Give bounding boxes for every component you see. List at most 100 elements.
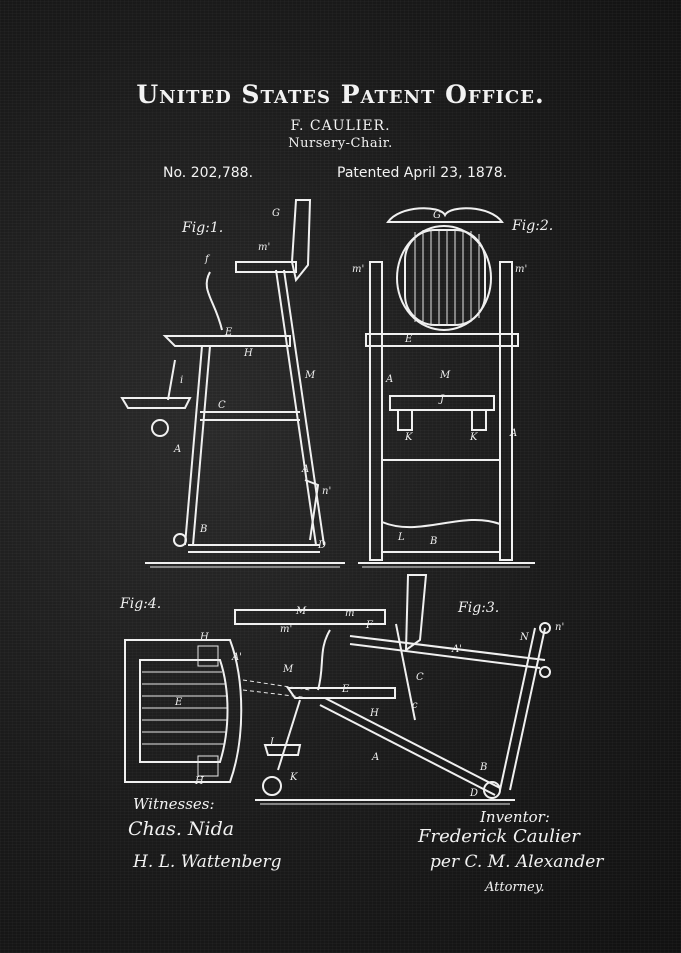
fig3-projection-line-b bbox=[242, 689, 311, 699]
fig2-label-l: L bbox=[397, 532, 405, 543]
fig3-backrest bbox=[404, 574, 428, 652]
fig3-label-e: E bbox=[341, 684, 350, 695]
fig3-label-m: M bbox=[295, 606, 307, 617]
fig1-label-a2: A bbox=[301, 464, 309, 475]
fig4-label-h2: H bbox=[194, 776, 204, 787]
fig3-projection-line bbox=[242, 679, 311, 691]
fig1-label-m: M bbox=[304, 370, 316, 381]
fig4-bracket-top bbox=[197, 645, 219, 667]
fig3-label-n-prime: n' bbox=[555, 622, 564, 633]
fig2-label-a: A bbox=[385, 374, 393, 385]
fig3-label-k: K bbox=[289, 772, 298, 783]
fig1-seat bbox=[162, 335, 291, 347]
fig1-caster bbox=[151, 419, 169, 437]
fig3-rear-leg bbox=[509, 627, 546, 791]
attorney-label: Attorney. bbox=[485, 880, 545, 895]
inventor-name: F. CAULIER. bbox=[290, 118, 391, 134]
fig3-label-c: C bbox=[416, 672, 424, 683]
fig1-arm-curve bbox=[205, 271, 223, 331]
fig2-label-g: G bbox=[433, 210, 441, 221]
fig1-label-d: D bbox=[317, 540, 326, 551]
fig2-back-panel bbox=[404, 229, 486, 326]
fig3-pivot bbox=[539, 622, 551, 634]
fig4-label-a-prime: A' bbox=[231, 652, 242, 663]
fig3-label-h: H bbox=[369, 708, 379, 719]
fig1-label-h: H bbox=[243, 348, 253, 359]
fig4-label-h: H bbox=[199, 632, 209, 643]
inventor-signature: Frederick Caulier bbox=[418, 826, 580, 847]
patent-number: No. 202,788. bbox=[163, 165, 254, 181]
office-title: United States Patent Office. bbox=[136, 80, 545, 109]
fig3-pivot-lower bbox=[539, 666, 551, 678]
fig3-rear-caster bbox=[483, 781, 501, 799]
fig3-label-n: N bbox=[519, 632, 530, 643]
fig2-caster-right bbox=[471, 409, 487, 431]
fig2-label-a-r: A bbox=[509, 428, 517, 439]
fig3-label-a: A bbox=[371, 752, 379, 763]
fig2-seat-front bbox=[365, 333, 519, 347]
fig-2-label: Fig:2. bbox=[511, 218, 553, 234]
fig1-footrest-strut bbox=[167, 359, 176, 401]
fig3-label-f: F bbox=[365, 620, 374, 631]
fig1-label-c: C bbox=[218, 400, 226, 411]
fig2-back-oval bbox=[396, 225, 492, 331]
fig3-rear-leg-b bbox=[499, 627, 536, 791]
fig1-front-leg bbox=[184, 345, 203, 546]
fig3-diagonal-leg bbox=[319, 704, 496, 796]
invention-title: Nursery-Chair. bbox=[288, 136, 393, 151]
fig2-label-k: K bbox=[404, 432, 413, 443]
figure-4-seat-plan: Fig:4. H A' E H bbox=[119, 596, 243, 787]
fig-3-label: Fig:3. bbox=[457, 600, 499, 616]
fig4-bracket-bottom bbox=[197, 755, 219, 777]
fig3-seat bbox=[286, 687, 396, 699]
figure-2-front-view: Fig:2. bbox=[352, 207, 553, 568]
fig3-label-m2: M bbox=[282, 664, 294, 675]
fig1-footrest bbox=[120, 397, 192, 409]
fig2-label-e: E bbox=[404, 334, 413, 345]
fig3-arm-curve bbox=[317, 629, 331, 691]
fig2-label-b: B bbox=[429, 536, 437, 547]
fig3-upper-rail bbox=[349, 635, 546, 661]
fig2-footrest bbox=[389, 395, 495, 411]
fig1-label-e: E bbox=[224, 327, 233, 338]
fig1-arm-rail bbox=[235, 261, 297, 273]
fig1-rear-leg-inner bbox=[283, 269, 325, 546]
fig2-label-m-prime-r: m' bbox=[515, 264, 527, 275]
fig1-front-leg-inner bbox=[192, 345, 211, 546]
fig2-caster-left bbox=[397, 409, 413, 431]
fig2-label-m: M bbox=[439, 370, 451, 381]
fig1-rear-leg bbox=[275, 269, 317, 546]
fig1-backrest-top bbox=[290, 199, 312, 283]
fig3-rear-post bbox=[395, 623, 416, 721]
fig3-label-m-prime: m' bbox=[280, 624, 292, 635]
fig3-label-c-small: c bbox=[412, 700, 418, 711]
fig3-footrest bbox=[263, 744, 302, 756]
fig3-label-d: D bbox=[469, 788, 478, 799]
fig2-label-m-prime: m' bbox=[352, 264, 364, 275]
fig-1-label: Fig:1. bbox=[181, 220, 223, 236]
fig1-label-m-prime: m' bbox=[258, 242, 270, 253]
fig3-label-b: B bbox=[479, 762, 487, 773]
fig2-label-k-r: K bbox=[469, 432, 478, 443]
fig3-diagonal-leg-b bbox=[324, 697, 501, 789]
fig3-tray bbox=[234, 609, 386, 625]
fig3-upper-rail-b bbox=[349, 643, 541, 669]
fig1-label-i: i bbox=[180, 375, 183, 386]
fig1-label-g: G bbox=[272, 208, 280, 219]
fig1-label-n-prime: n' bbox=[322, 486, 331, 497]
figure-1-side-view: Fig:1. bbox=[120, 199, 345, 568]
fig3-front-caster bbox=[262, 776, 282, 796]
fig4-seat-outline bbox=[124, 639, 243, 783]
fig3-front-leg bbox=[277, 699, 301, 771]
fig2-crest-rail bbox=[386, 207, 504, 223]
witnesses-label: Witnesses: bbox=[133, 795, 215, 813]
fig-4-label: Fig:4. bbox=[119, 596, 161, 612]
fig2-lower-rail bbox=[381, 519, 501, 529]
fig2-back-slats bbox=[414, 230, 480, 326]
fig3-label-m-small: m bbox=[345, 608, 354, 619]
fig1-label-f: f bbox=[204, 254, 211, 265]
fig1-label-b: B bbox=[199, 524, 207, 535]
witness-signature-2: H. L. Wattenberg bbox=[133, 852, 282, 872]
